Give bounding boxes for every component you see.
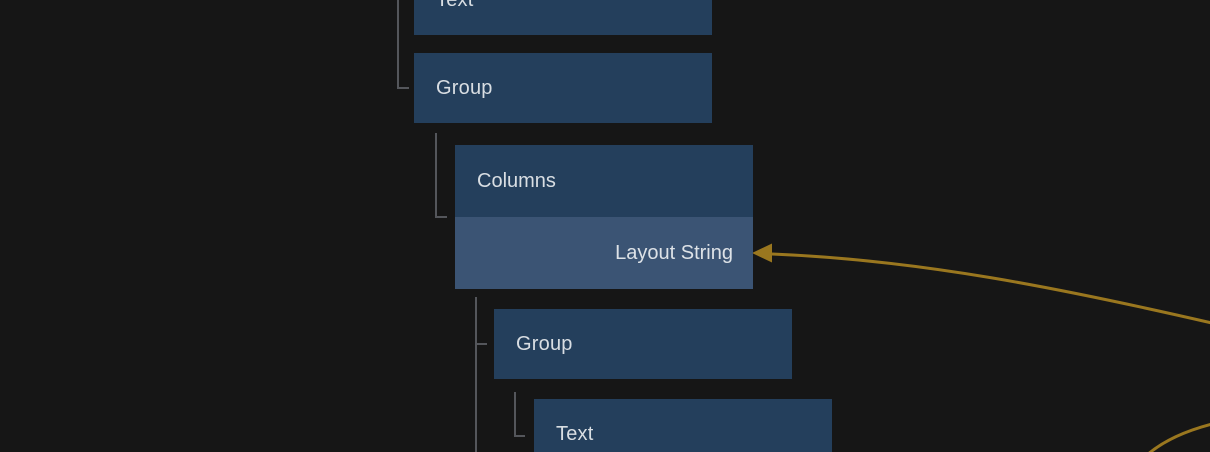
node-group-top[interactable]: Group [414, 53, 712, 123]
port-label: Layout String [615, 241, 733, 264]
tree-connector-elbow [397, 87, 409, 89]
node-label: Text [556, 422, 594, 445]
wire-arrowhead-icon [752, 243, 772, 263]
node-columns-header[interactable]: Columns [455, 145, 753, 217]
node-label: Text [436, 0, 473, 12]
node-text-bottom[interactable]: Text [534, 399, 832, 452]
node-label: Group [436, 76, 493, 99]
node-label: Group [516, 332, 573, 355]
tree-connector-vertical [397, 0, 399, 89]
tree-connector-vertical [514, 392, 516, 437]
node-columns[interactable]: Columns Layout String [455, 145, 753, 289]
tree-connector-elbow [514, 435, 525, 437]
port-layout-string[interactable]: Layout String [455, 217, 753, 289]
node-group-mid[interactable]: Group [494, 309, 792, 379]
wire-into-layout-string[interactable] [771, 252, 1210, 325]
tree-connector-elbow [475, 343, 487, 345]
tree-connector-vertical [475, 297, 477, 452]
node-text-top[interactable]: Text [414, 0, 712, 35]
tree-connector-vertical [435, 133, 437, 218]
node-label: Columns [477, 169, 556, 192]
tree-connector-elbow [435, 216, 447, 218]
wire-bottom-right[interactable] [1147, 422, 1210, 452]
